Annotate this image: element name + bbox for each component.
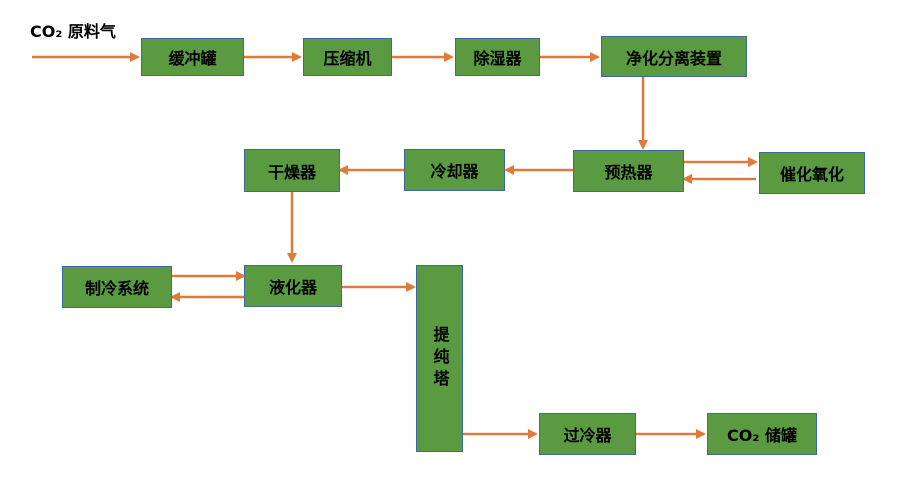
- dehumidifier-box: 除湿器: [455, 38, 540, 76]
- buffer-tank-box: 缓冲罐: [141, 38, 244, 76]
- dryer-box: 干燥器: [244, 149, 340, 192]
- subcooler-box: 过冷器: [539, 413, 636, 455]
- purification-tower-box: 提纯塔: [416, 265, 463, 452]
- cooler-box: 冷却器: [404, 149, 505, 191]
- purifier-box: 净化分离装置: [601, 36, 747, 77]
- storage-tank-box: CO₂ 储罐: [707, 413, 817, 455]
- compressor-box: 压缩机: [303, 38, 392, 76]
- liquefier-box: 液化器: [244, 265, 342, 307]
- catalytic-oxidation-box: 催化氧化: [759, 152, 865, 194]
- refrigeration-system-box: 制冷系统: [62, 266, 172, 308]
- preheater-box: 预热器: [573, 150, 684, 192]
- source-label: CO₂ 原料气: [30, 22, 116, 41]
